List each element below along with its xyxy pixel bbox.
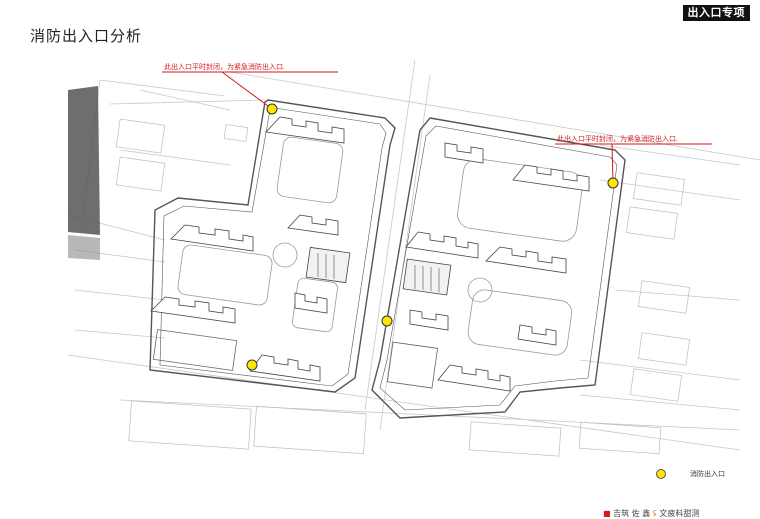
entrance-marker: [266, 103, 278, 115]
annotation-right: [555, 143, 712, 184]
entrance-marker: [381, 315, 393, 327]
legend-label: 消防出入口: [690, 470, 725, 478]
logo-text: 吉筑 佐 鑫: [613, 509, 651, 518]
dark-block-left: [68, 86, 100, 235]
footer-logo: ■ 吉筑 佐 鑫 ʢ 文疲料甜测: [603, 508, 699, 519]
logo-mark-icon: ■: [603, 509, 611, 518]
courtyards: [152, 136, 583, 389]
buildings-right: [402, 142, 590, 392]
annotation-left: [162, 71, 338, 110]
legend: 消防出入口: [656, 469, 725, 479]
annotation-left-text: 此出入口平时封闭，为紧急消防出入口.: [164, 62, 285, 71]
logo-swirl-icon: ʢ: [652, 509, 657, 518]
entrance-legend-icon: [656, 469, 666, 479]
entrance-marker: [607, 177, 619, 189]
section-tag: 出入口专项: [682, 5, 750, 21]
logo-text-2: 文疲料甜测: [659, 509, 700, 518]
left-parcel: [149, 99, 396, 393]
neighbour-buildings: [115, 118, 690, 457]
annotation-right-text: 此出入口平时封闭，为紧急消防出入口.: [557, 134, 678, 143]
entrance-marker: [246, 359, 258, 371]
entrance-markers: [246, 103, 619, 371]
page-title: 消防出入口分析: [30, 27, 143, 45]
buildings-left: [150, 116, 351, 382]
road-network: [67, 59, 760, 451]
